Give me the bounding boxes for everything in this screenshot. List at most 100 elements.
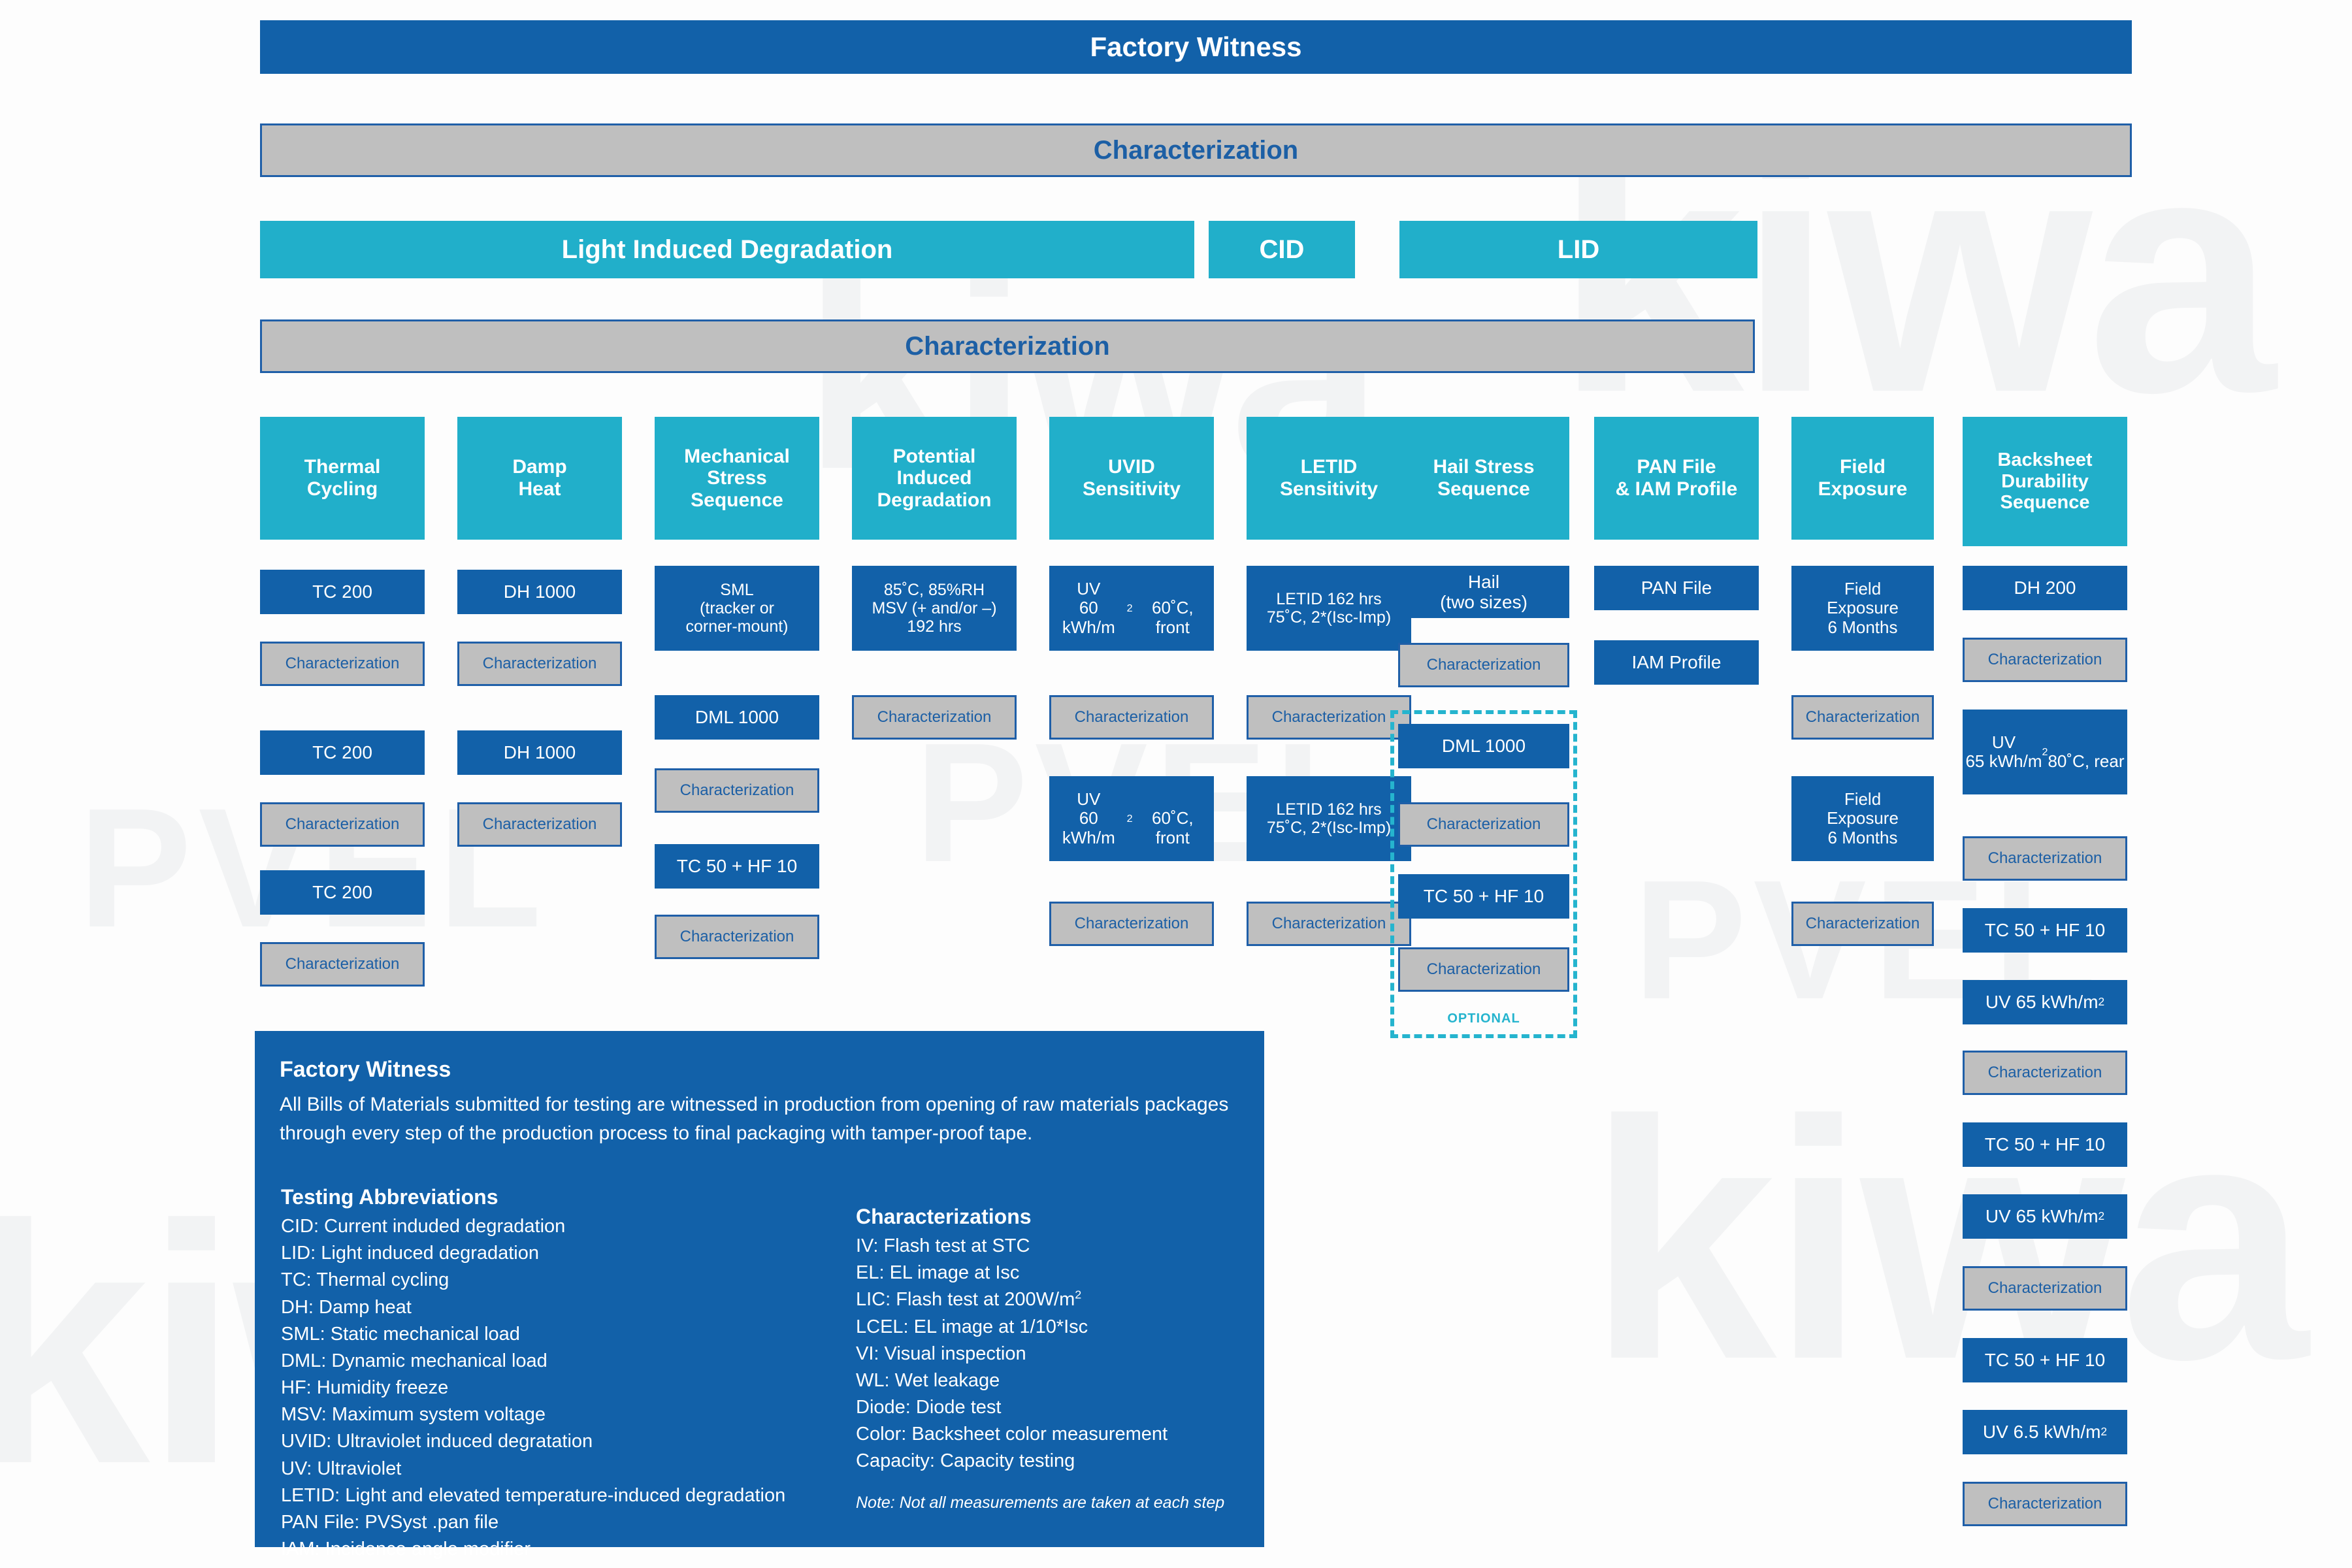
test-step: IAM Profile [1594,640,1759,685]
legend-abbrev-title: Testing Abbreviations [281,1185,498,1209]
column-header: PAN File& IAM Profile [1594,417,1759,540]
banner-cid: CID [1209,221,1355,278]
characterization-step: Characterization [1398,802,1569,847]
test-step: DH 1000 [457,570,622,614]
legend-charz-title: Characterizations [856,1205,1032,1228]
characterization-step: Characterization [1963,1051,2127,1095]
optional-group-label: OPTIONAL [1447,1011,1520,1026]
characterization-step: Characterization [260,942,425,987]
banner-lid: LID [1399,221,1757,278]
test-step: TC 50 + HF 10 [655,844,819,889]
characterization-step: Characterization [1791,695,1934,740]
legend-abbrev-item: HF: Humidity freeze [281,1377,449,1399]
legend-note: Note: Not all measurements are taken at … [856,1493,1225,1512]
characterization-step: Characterization [1963,1266,2127,1311]
optional-group-frame [1390,710,1577,1038]
banner-light-induced-degradation: Light Induced Degradation [260,221,1194,278]
characterization-step: Characterization [1247,695,1411,740]
legend-charz-list: IV: Flash test at STC EL: EL image at Isc… [856,1233,1274,1475]
legend-charz-item: LCEL: EL image at 1/10*Isc [856,1316,1088,1337]
characterization-step: Characterization [1963,836,2127,881]
characterization-step: Characterization [1791,902,1934,946]
test-step: TC 200 [260,870,425,915]
legend-abbrev-item: SML: Static mechanical load [281,1323,520,1345]
legend-panel: Factory Witness All Bills of Materials s… [255,1031,1264,1560]
legend-abbrev-item: CID: Current induded degradation [281,1216,566,1237]
legend-charz-item: WL: Wet leakage [856,1369,1000,1391]
characterization-step: Characterization [457,802,622,847]
legend-charz-item: EL: EL image at Isc [856,1262,1020,1284]
legend-abbrev-item: LETID: Light and elevated temperature-in… [281,1484,786,1506]
watermark-kiwa: kiwa [1588,1051,2308,1430]
characterization-step: Characterization [260,802,425,847]
legend-charz-item: LIC: Flash test at 200W/m2 [856,1288,1082,1311]
legend-abbrev-item: DML: Dynamic mechanical load [281,1350,547,1371]
legend-abbrev-item: UVID: Ultraviolet induced degratation [281,1431,593,1452]
banner-factory-witness: Factory Witness [260,20,2132,74]
test-step: DML 1000 [655,695,819,740]
legend-abbrev-item: IAM: Incidence angle modifier [281,1539,531,1560]
legend-abbrev-item: TC: Thermal cycling [281,1269,449,1291]
legend-abbrev-item: MSV: Maximum system voltage [281,1404,546,1426]
legend-charz-item: Diode: Diode test [856,1397,1002,1418]
characterization-step: Characterization [457,642,622,686]
legend-charz-item: Color: Backsheet color measurement [856,1424,1168,1445]
characterization-step: Characterization [1963,1482,2127,1526]
characterization-step: Characterization [260,642,425,686]
test-step: TC 50 + HF 10 [1963,1122,2127,1167]
legend-charz-item: Capacity: Capacity testing [856,1450,1075,1472]
legend-title: Factory Witness [280,1057,451,1082]
legend-abbrev-item: UV: Ultraviolet [281,1458,402,1479]
legend-body: All Bills of Materials submitted for tes… [280,1094,1229,1145]
test-step: TC 200 [260,570,425,614]
characterization-step: Characterization [1049,902,1214,946]
legend-abbrev-item: DH: Damp heat [281,1296,412,1318]
test-step: Hail(two sizes) [1398,566,1569,618]
legend-charz-item: IV: Flash test at STC [856,1235,1030,1256]
characterization-step: Characterization [1963,638,2127,682]
banner-characterization-second: Characterization [260,319,1755,373]
banner-characterization-top: Characterization [260,123,2132,177]
characterization-step: Characterization [655,768,819,813]
characterization-step: Characterization [1398,947,1569,992]
characterization-step: Characterization [1049,695,1214,740]
watermark-pvel: PVEL [78,774,549,963]
test-step: TC 50 + HF 10 [1963,1338,2127,1382]
test-step: DH 1000 [457,730,622,775]
legend-charz-item: VI: Visual inspection [856,1343,1026,1364]
test-step: DH 200 [1963,566,2127,610]
characterization-step: Characterization [1398,643,1569,687]
characterization-step: Characterization [852,695,1017,740]
test-step: PAN File [1594,566,1759,610]
legend-abbrev-item: LID: Light induced degradation [281,1243,540,1264]
test-step: TC 50 + HF 10 [1398,874,1569,919]
test-step: TC 50 + HF 10 [1963,908,2127,953]
test-step: DML 1000 [1398,724,1569,768]
characterization-step: Characterization [655,915,819,959]
characterization-step: Characterization [1247,902,1411,946]
legend-abbrev-item: PAN File: PVSyst .pan file [281,1511,499,1533]
